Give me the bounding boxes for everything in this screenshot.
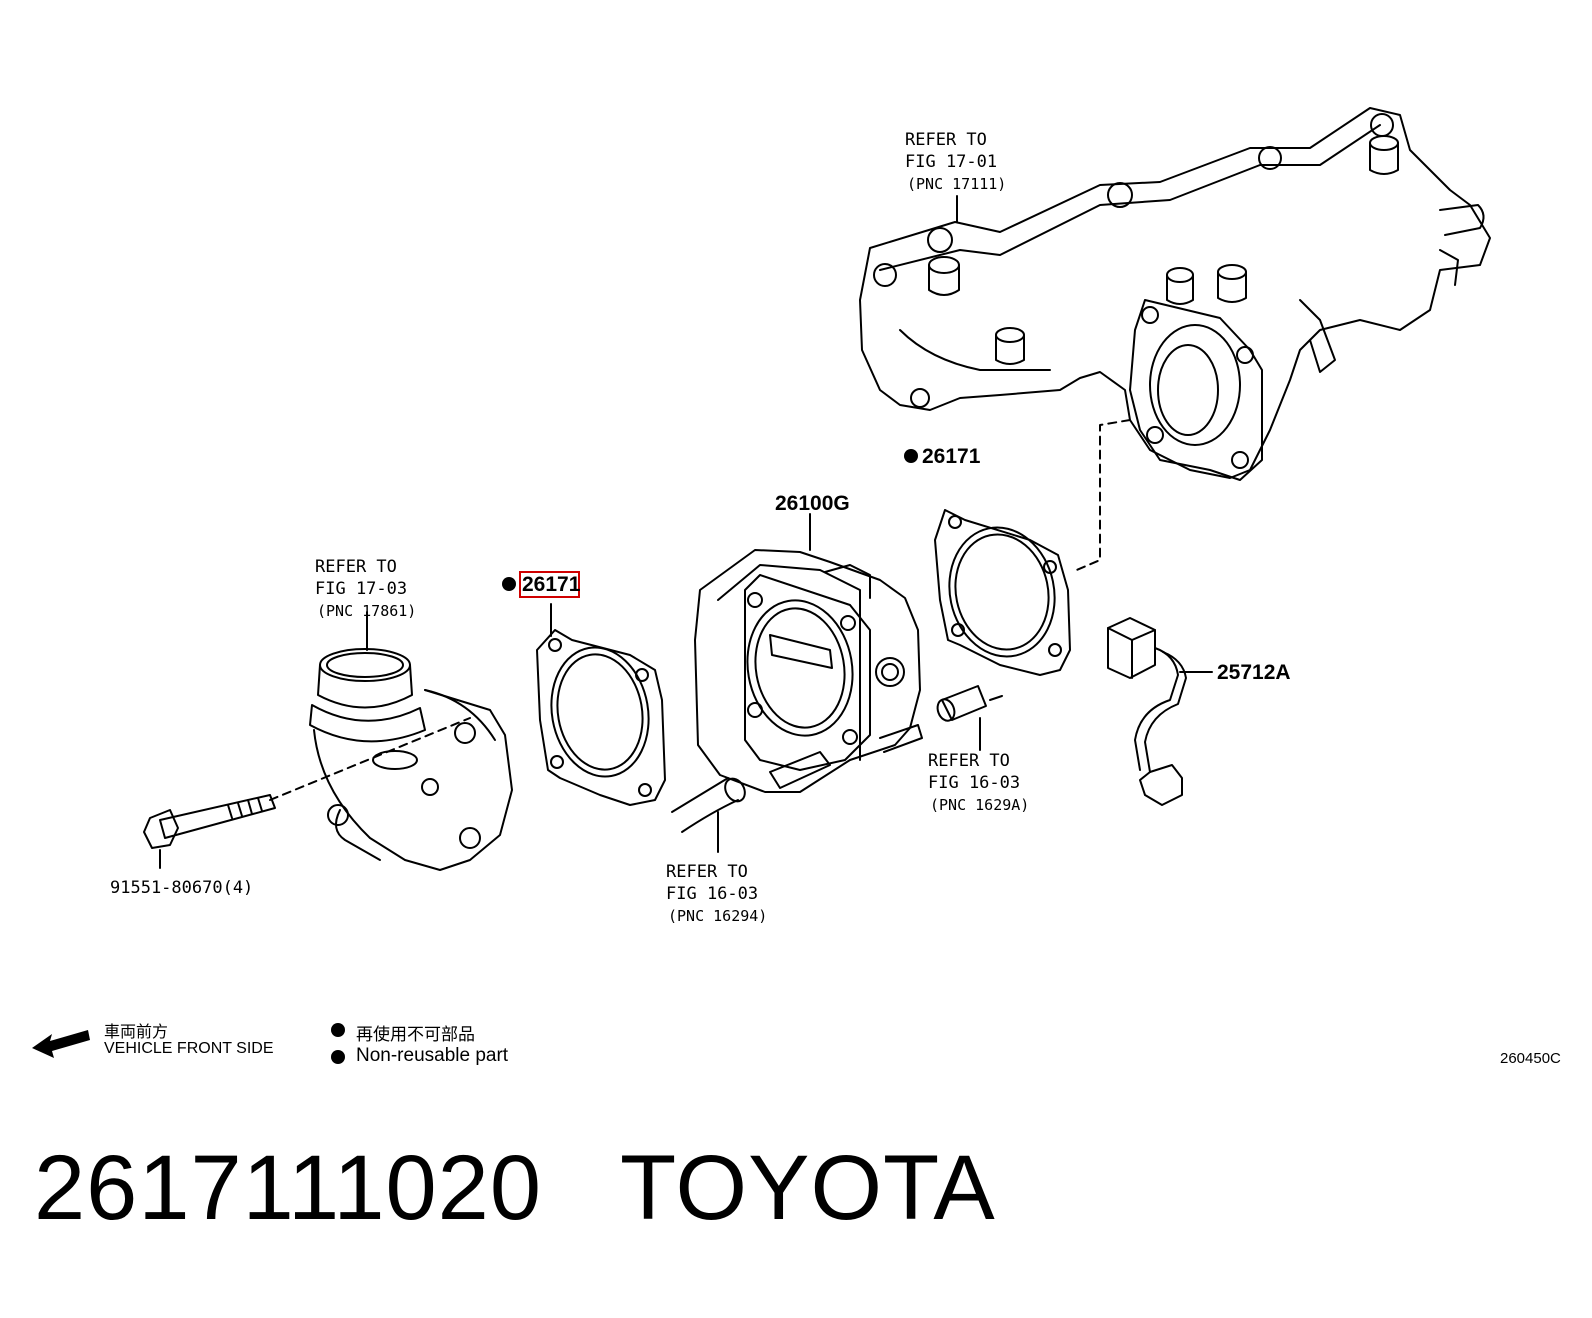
callout-gasket-left[interactable]: 26171: [522, 573, 581, 596]
highlight-box: [519, 571, 580, 598]
inlet-refer-line-2: FIG 17-03: [315, 579, 407, 599]
inlet-refer-line-1: REFER TO: [315, 557, 397, 577]
hose-lower-refer-label: REFER TO FIG 16-03 (PNC 16294): [666, 862, 767, 925]
lower-hose-drawing: [671, 777, 746, 853]
nonreusable-marker-right: [904, 449, 918, 463]
callout-throttle-body[interactable]: 26100G: [775, 492, 850, 515]
hose-right-refer-label: REFER TO FIG 16-03 (PNC 1629A): [928, 751, 1029, 814]
nonreusable-marker-left: [502, 577, 516, 591]
hose-right-refer-line-1: REFER TO: [928, 751, 1010, 771]
gasket-right-drawing: [934, 509, 1071, 676]
legend-nonreuse-en: Non-reusable part: [356, 1045, 509, 1066]
manifold-refer-label: REFER TO FIG 17-01 (PNC 17111): [905, 130, 1006, 193]
legend-direction-jp: 車両前方: [104, 1024, 169, 1041]
hose-right-refer-line-2: FIG 16-03: [928, 773, 1020, 793]
manifold-refer-line-1: REFER TO: [905, 130, 987, 150]
bullet-icon: [331, 1050, 345, 1064]
hose-lower-refer-line-2: FIG 16-03: [666, 884, 758, 904]
right-hose-drawing: [936, 685, 1003, 751]
hose-right-refer-line-3: (PNC 1629A): [930, 796, 1029, 814]
inlet-refer-label: REFER TO FIG 17-03 (PNC 17861): [315, 557, 416, 620]
callout-gasket-right[interactable]: 26171: [922, 445, 981, 468]
bolt-drawing: [143, 794, 276, 869]
hose-lower-refer-line-1: REFER TO: [666, 862, 748, 882]
figure-code: 260450C: [1500, 1050, 1561, 1067]
bullet-icon: [331, 1023, 345, 1037]
sensor-connector-drawing: [1107, 617, 1213, 806]
gasket-left-drawing: [536, 629, 666, 806]
inlet-refer-line-3: (PNC 17861): [317, 602, 416, 620]
manifold-refer-line-2: FIG 17-01: [905, 152, 997, 172]
legend-nonreuse-jp: 再使用不可部品: [356, 1025, 475, 1044]
legend-direction-en: VEHICLE FRONT SIDE: [104, 1040, 274, 1057]
page-title: 2617111020 TOYOTA: [34, 1137, 996, 1239]
manifold-refer-line-3: (PNC 17111): [907, 175, 1006, 193]
hose-lower-refer-line-3: (PNC 16294): [668, 907, 767, 925]
front-arrow-icon: [32, 1030, 90, 1058]
inlet-elbow-drawing: [309, 648, 513, 871]
intake-manifold-drawing: [859, 107, 1491, 481]
callout-bolt[interactable]: 91551-80670(4): [110, 878, 253, 898]
throttle-body-drawing: [694, 549, 923, 793]
callout-sensor[interactable]: 25712A: [1217, 661, 1291, 684]
